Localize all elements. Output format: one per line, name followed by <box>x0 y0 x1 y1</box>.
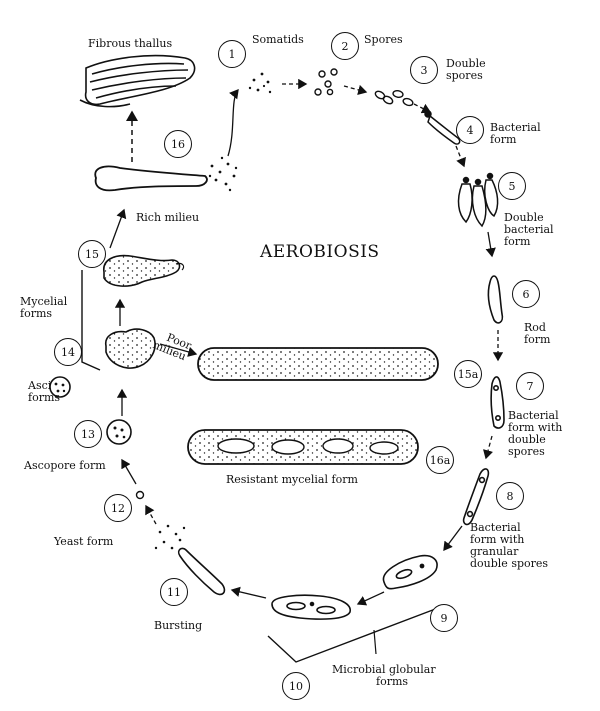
stage-number-8: 8 <box>496 482 524 510</box>
diagram-title: AEROBIOSIS <box>260 242 380 262</box>
bursting-drawing <box>177 547 226 596</box>
stage-number-7: 7 <box>516 372 544 400</box>
stage-number-2: 2 <box>331 32 359 60</box>
stage-16a-resistant-mycelium <box>187 429 419 465</box>
stage-number-13: 13 <box>74 420 102 448</box>
somatids-drawing <box>248 72 272 94</box>
spores-drawing <box>314 68 338 96</box>
fibrous-thallus-drawing <box>79 54 196 108</box>
stage-number-10: 10 <box>282 672 310 700</box>
label-ascopore-form: Ascopore form <box>24 459 106 472</box>
stage-16-organism <box>94 165 208 192</box>
stage-number-11: 11 <box>160 578 188 606</box>
label-rich-milieu: Rich milieu <box>136 211 200 224</box>
yeast-drawing <box>135 490 145 500</box>
label-fibrous-thallus: Fibrous thallus <box>88 37 173 50</box>
bacterial-double-spores-drawing <box>490 376 505 429</box>
rod-form-drawing <box>487 275 504 324</box>
stage-16-burst <box>208 156 238 192</box>
stage-number-16: 16 <box>164 130 192 158</box>
double-spores-drawing <box>374 90 414 107</box>
stage-number-6: 6 <box>512 280 540 308</box>
ascopore-drawing <box>106 419 132 445</box>
mycelial-15-drawing <box>103 254 185 287</box>
stage-number-15: 15 <box>78 240 106 268</box>
mycelial-center-drawing <box>104 328 156 369</box>
stage-number-12: 12 <box>104 494 132 522</box>
label-bursting: Bursting <box>154 619 203 632</box>
bacterial-granular-drawing <box>462 468 490 526</box>
stage-number-15a: 15a <box>454 360 482 388</box>
stage-number-5: 5 <box>498 172 526 200</box>
stage-number-16a: 16a <box>426 446 454 474</box>
asci-drawing <box>49 376 71 398</box>
bacterial-form-drawing <box>424 110 461 145</box>
bursting-burst <box>154 524 186 550</box>
stage-number-4: 4 <box>456 116 484 144</box>
double-bacterial-form-drawing <box>457 172 499 228</box>
label-somatids: Somatids <box>252 33 304 46</box>
stage-number-1: 1 <box>218 40 246 68</box>
microbial-globular-drawing <box>271 554 438 620</box>
stage-number-9: 9 <box>430 604 458 632</box>
stage-number-14: 14 <box>54 338 82 366</box>
label-spores: Spores <box>364 33 403 46</box>
label-resistant-mycelial: Resistant mycelial form <box>226 473 358 486</box>
stage-15a-mycelium <box>197 347 439 381</box>
stage-number-3: 3 <box>410 56 438 84</box>
label-yeast-form: Yeast form <box>54 535 114 548</box>
